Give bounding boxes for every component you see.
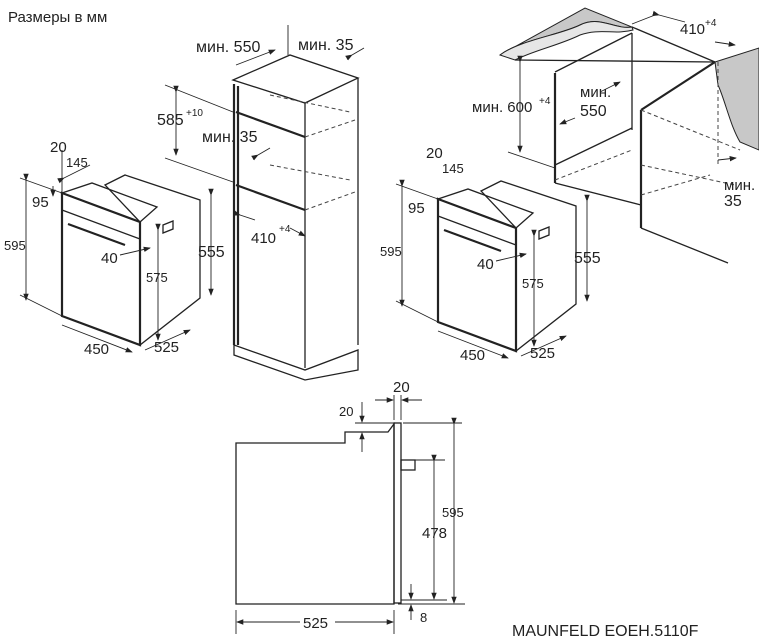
- dim-450: 450: [460, 347, 485, 364]
- width-410-tolerance: +4: [279, 224, 291, 235]
- min-550-line2: 550: [580, 103, 607, 120]
- oven-side-view: 20 20 595 478 8 525: [235, 379, 465, 634]
- min-550-line1: мин.: [580, 84, 611, 101]
- min-35-line1: мин.: [724, 177, 755, 194]
- side-dim-8: 8: [420, 610, 427, 625]
- min-35-line2: 35: [724, 193, 742, 210]
- min-35-top-label: мин. 35: [298, 37, 354, 54]
- model-name: MAUNFELD EOEH.5110F: [512, 623, 699, 637]
- dim-555: 555: [574, 250, 601, 267]
- dim-585-label: 585: [157, 112, 184, 129]
- diagram-title: Размеры в мм: [8, 9, 107, 26]
- dim-555: 555: [198, 244, 225, 261]
- oven-isometric-right: 20 145 95 595 40 575 555 450 525: [380, 145, 601, 364]
- dim-525: 525: [154, 339, 179, 356]
- base-width-410-tolerance: +4: [705, 18, 717, 29]
- dim-575: 575: [146, 270, 168, 285]
- dim-40: 40: [101, 250, 118, 267]
- min-600-tolerance: +4: [539, 96, 551, 107]
- side-dim-478: 478: [422, 525, 447, 542]
- dim-595: 595: [380, 244, 402, 259]
- oven-isometric-left: 20 145 95 595 40 575 555 450 525: [4, 139, 225, 358]
- side-dim-595: 595: [442, 505, 464, 520]
- side-dim-525: 525: [303, 615, 328, 632]
- min-35-mid-label: мин. 35: [202, 129, 258, 146]
- min-550-label: мин. 550: [196, 39, 260, 56]
- dim-145: 145: [442, 161, 464, 176]
- dim-525: 525: [530, 345, 555, 362]
- dim-40: 40: [477, 256, 494, 273]
- side-dim-20-left: 20: [339, 404, 353, 419]
- tall-cabinet: мин. 550 мин. 35 585 +10 мин. 35 410 +4: [157, 25, 365, 381]
- base-cabinet: 410 +4 мин. 600 +4 мин. 550 мин. 35: [472, 7, 759, 264]
- dim-20: 20: [426, 145, 443, 162]
- dim-145: 145: [66, 155, 88, 170]
- width-410-label: 410: [251, 230, 276, 247]
- dim-20: 20: [50, 139, 67, 156]
- side-dim-20-top: 20: [393, 379, 410, 396]
- dim-95: 95: [408, 200, 425, 217]
- dim-585-tolerance: +10: [186, 108, 203, 119]
- base-width-410-label: 410: [680, 21, 705, 38]
- dim-575: 575: [522, 276, 544, 291]
- dim-450: 450: [84, 341, 109, 358]
- min-600-label: мин. 600: [472, 99, 532, 116]
- dim-595: 595: [4, 238, 26, 253]
- dim-95: 95: [32, 194, 49, 211]
